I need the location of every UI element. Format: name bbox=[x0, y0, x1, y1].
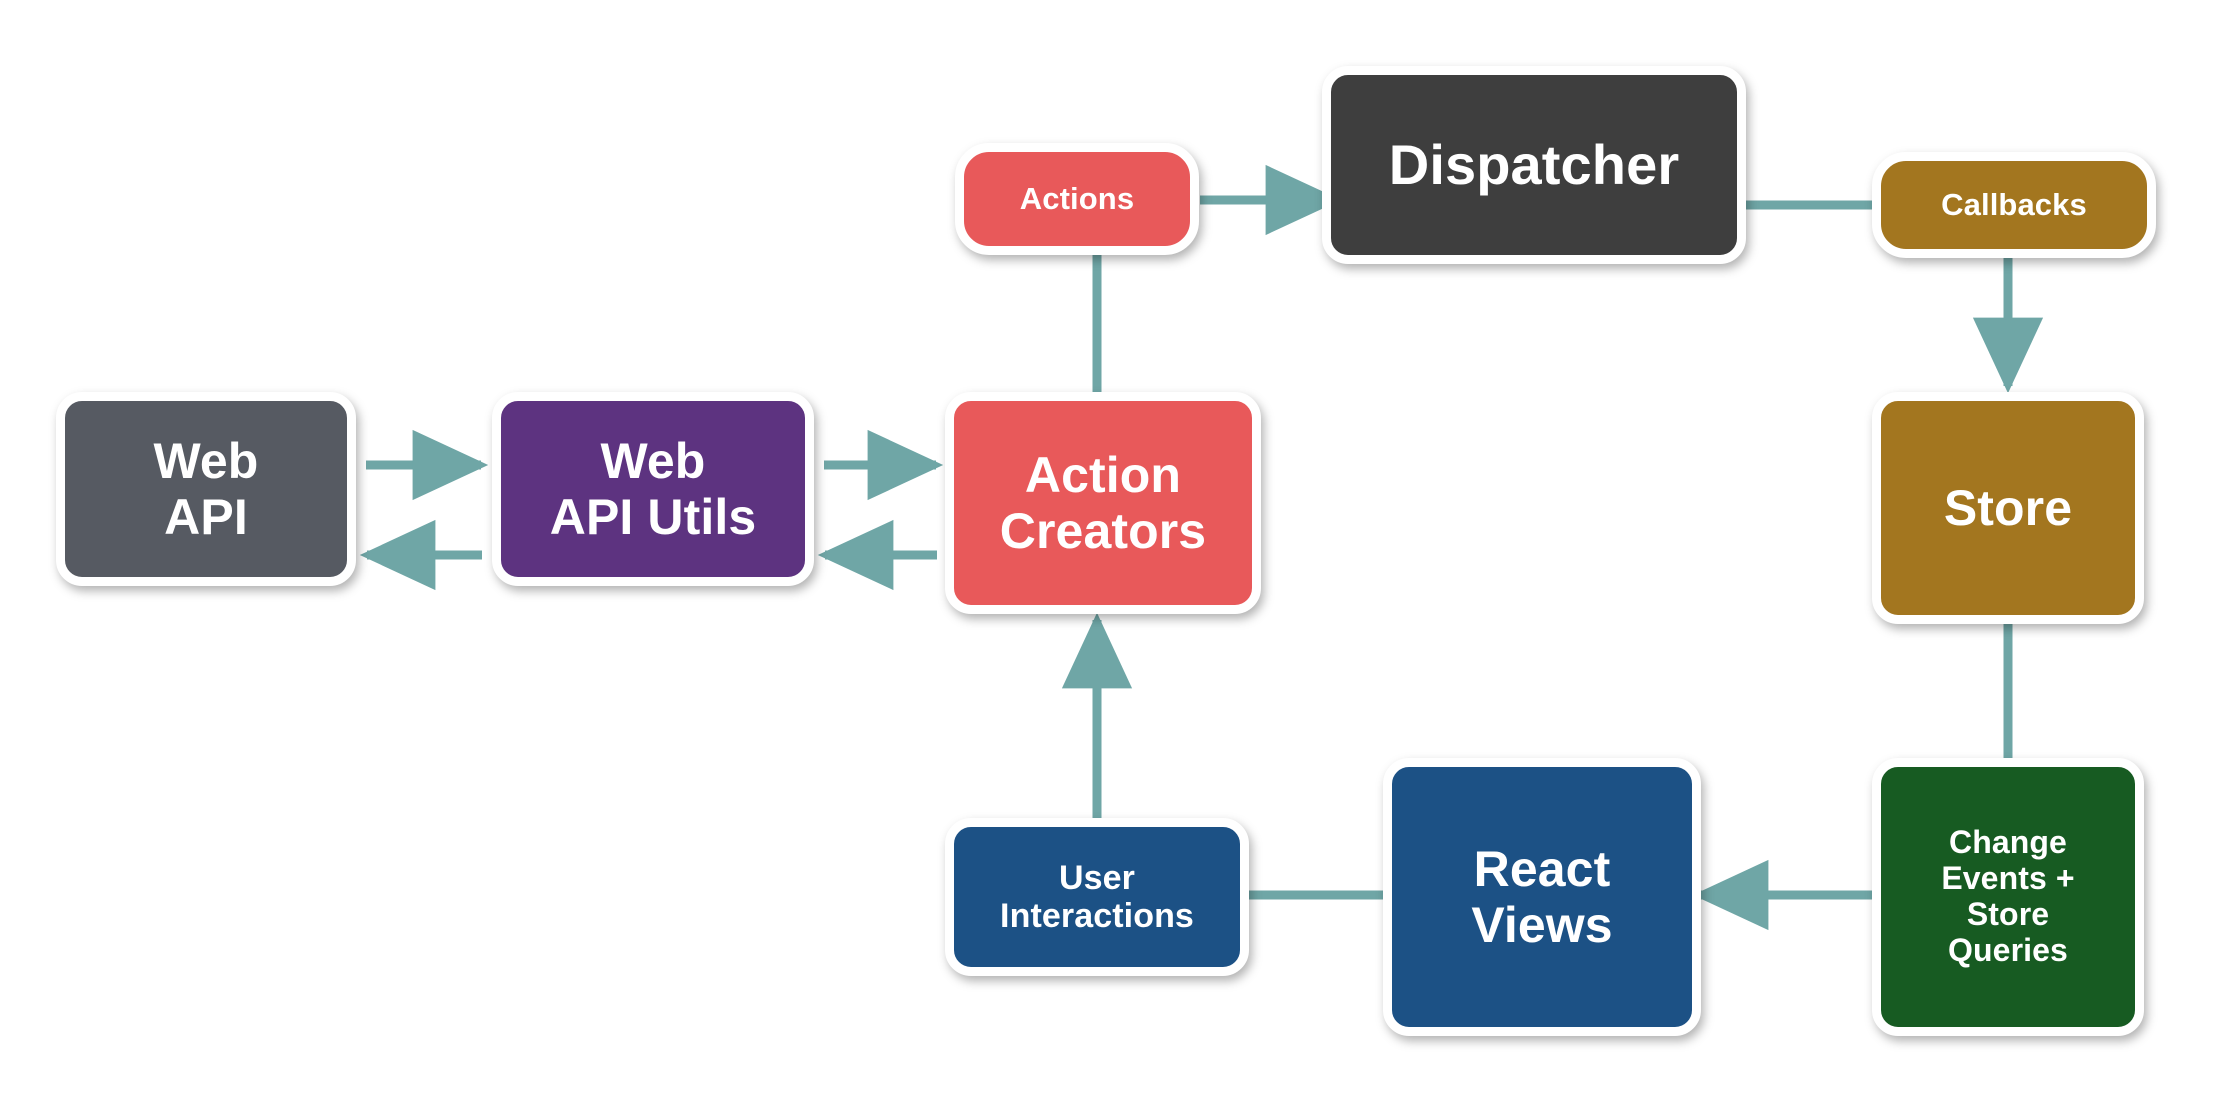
node-change-events-label: Change Events + Store Queries bbox=[1941, 824, 2075, 968]
node-callbacks-label: Callbacks bbox=[1941, 186, 2087, 222]
node-web-api-utils[interactable]: Web API Utils bbox=[492, 392, 814, 586]
node-react-views[interactable]: React Views bbox=[1383, 758, 1701, 1036]
node-web-api-utils-label: Web API Utils bbox=[549, 433, 757, 545]
node-user-interactions[interactable]: User Interactions bbox=[945, 818, 1249, 976]
node-web-api[interactable]: Web API bbox=[56, 392, 356, 586]
node-store[interactable]: Store bbox=[1872, 392, 2144, 624]
node-store-label: Store bbox=[1943, 480, 2073, 536]
node-change-events-store-queries[interactable]: Change Events + Store Queries bbox=[1872, 758, 2144, 1036]
node-action-creators-label: Action Creators bbox=[999, 447, 1207, 559]
node-actions[interactable]: Actions bbox=[955, 143, 1199, 255]
node-react-views-label: React Views bbox=[1471, 841, 1613, 953]
node-action-creators[interactable]: Action Creators bbox=[945, 392, 1261, 614]
node-dispatcher[interactable]: Dispatcher bbox=[1322, 66, 1746, 264]
node-web-api-label: Web API bbox=[153, 433, 259, 545]
node-dispatcher-label: Dispatcher bbox=[1388, 132, 1680, 196]
node-actions-label: Actions bbox=[1019, 180, 1135, 216]
node-callbacks[interactable]: Callbacks bbox=[1872, 152, 2156, 258]
node-user-interactions-label: User Interactions bbox=[1000, 858, 1194, 935]
